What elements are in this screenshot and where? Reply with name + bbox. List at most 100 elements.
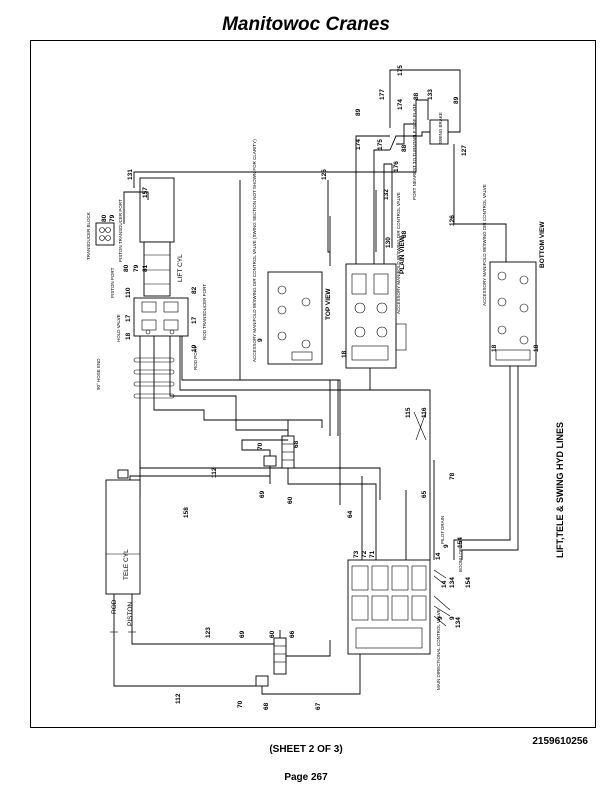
document-number: 2159610256 [532, 736, 588, 747]
callout-132: 132 [383, 189, 390, 200]
pilot-drain-label: PILOT DRAIN [440, 516, 445, 544]
callout-9b: 9 [443, 544, 450, 548]
callout-67: 67 [315, 702, 322, 710]
callout-134a: 134 [449, 577, 456, 588]
callout-80: 80 [101, 214, 108, 222]
diagram-main-title: LIFT,TELE & SWING HYD LINES [555, 422, 565, 558]
callout-68a: 68 [293, 440, 300, 448]
callout-18d: 18 [533, 344, 540, 352]
callout-71: 71 [369, 550, 376, 558]
callout-78: 78 [449, 472, 456, 480]
callout-66: 66 [289, 630, 296, 638]
callout-19: 19 [191, 344, 198, 352]
callout-134b: 134 [455, 617, 462, 628]
callout-68b: 68 [263, 702, 270, 710]
tele-rod-label: ROD [111, 599, 118, 614]
callout-175b: 175 [377, 139, 384, 150]
callout-154b: 154 [465, 577, 472, 588]
callout-79: 79 [109, 214, 116, 222]
callout-18b: 18 [341, 350, 348, 358]
callout-9d: 9 [449, 616, 456, 620]
callout-89a: 89 [355, 108, 362, 116]
callout-80b: 80 [123, 264, 130, 272]
accessory-manifold-bottom-view: BOTTOM VIEW ACCESSORY MANIFOLD W/SWING D… [482, 184, 546, 367]
sheet-indicator: (SHEET 2 OF 3) [269, 744, 343, 755]
swing-brake-label: SWING BRAKE [438, 112, 443, 144]
callout-17b: 17 [191, 316, 198, 324]
page-number: Page 267 [284, 772, 328, 783]
callout-70b: 70 [237, 700, 244, 708]
callout-176: 176 [393, 161, 400, 172]
tele-cylinder: TELE CYL ROD PISTON [105, 469, 141, 626]
port-nearest-label: PORT NEAREST TO TURNTABLE SIDE PLATE [412, 103, 417, 200]
callout-110: 110 [125, 287, 132, 298]
hose-end-coils [133, 357, 175, 399]
callout-70a: 70 [257, 442, 264, 450]
lift-cyl-label: LIFT CYL [177, 254, 184, 282]
transducer-block-label: TRANSDUCER BLOCK [86, 212, 91, 260]
hose-end-label: 90° HOSE END [96, 358, 101, 390]
callout-126: 126 [449, 215, 456, 226]
accessory-manifold-top-view: TOP VIEW ACCESSORY MANIFOLD W/SWING DIR … [252, 139, 332, 365]
callout-88b: 88 [401, 144, 408, 152]
lift-cylinder: LIFT CYL [139, 177, 184, 297]
page-title: Manitowoc Cranes [222, 14, 390, 35]
rod-port-label: ROD PORT [193, 346, 198, 370]
callout-9a: 9 [257, 338, 264, 342]
callout-158: 158 [183, 507, 190, 518]
swing-brake: SWING BRAKE [429, 112, 449, 145]
callout-17a: 17 [125, 314, 132, 322]
piston-transducer-port-label: PISTON TRANSDUCER PORT [118, 199, 123, 262]
callout-154a: 154 [457, 537, 464, 548]
boom-lower-label: BOOM LOWER [458, 540, 463, 572]
rod-transducer-port-label: ROD TRANSDUCER PORT [202, 284, 207, 340]
callout-174a: 174 [397, 99, 404, 110]
callout-125: 125 [321, 169, 328, 180]
plain-view-label: PLAIN VIEW [399, 235, 406, 274]
callout-115: 115 [405, 407, 412, 418]
piston-port-label: PISTON PORT [110, 267, 115, 298]
accessory-manifold-top-label: ACCESSORY MANIFOLD W/SWING DIR CONTROL V… [252, 139, 257, 362]
hydraulic-diagram: LIFT,TELE & SWING HYD LINES LIFT CYL TRA… [86, 65, 565, 710]
callout-174b: 174 [355, 139, 362, 150]
callout-112a: 112 [211, 467, 218, 478]
callout-18c: 18 [491, 344, 498, 352]
accessory-manifold-bottom-label: ACCESSORY MANIFOLD W/SWING DIR CONTROL V… [482, 184, 487, 306]
callout-65: 65 [421, 490, 428, 498]
flow-divider-bottom [255, 637, 287, 687]
accessory-manifold-plain-view: PLAIN VIEW ACCESSORY MANIFOLD W/SWING DI… [345, 192, 407, 369]
callout-69b: 69 [239, 630, 246, 638]
transducer-block: TRANSDUCER BLOCK [86, 212, 115, 260]
callout-116: 116 [421, 407, 428, 418]
tele-cyl-label: TELE CYL [123, 549, 130, 580]
callout-127: 127 [461, 145, 468, 156]
hold-valve-label: HOLD VALVE [116, 314, 121, 342]
callout-112b: 112 [175, 693, 182, 704]
main-control-valve: MAIN DIRECTIONAL CONTROL VALVE PILOT DRA… [347, 516, 463, 690]
callout-18a: 18 [125, 332, 132, 340]
diagram-frame [30, 40, 596, 728]
callout-14a: 14 [435, 552, 442, 560]
flow-divider-top [263, 435, 295, 469]
main-valve-label: MAIN DIRECTIONAL CONTROL VALVE [436, 609, 441, 690]
callout-123: 123 [205, 627, 212, 638]
callout-133: 133 [427, 89, 434, 100]
callout-131: 131 [127, 169, 134, 180]
callout-9c: 9 [437, 616, 444, 620]
callout-81: 81 [142, 264, 149, 272]
callout-69a: 69 [259, 490, 266, 498]
callout-60b: 60 [269, 630, 276, 638]
accessory-manifold-plain-label: ACCESSORY MANIFOLD W/SWING DIR CONTROL V… [396, 192, 401, 314]
callout-14b: 14 [441, 580, 448, 588]
callout-72: 72 [361, 550, 368, 558]
callout-88a: 88 [401, 230, 408, 238]
callout-79b: 79 [133, 264, 140, 272]
bottom-view-label: BOTTOM VIEW [539, 221, 546, 268]
callout-88c: 88 [413, 92, 420, 100]
callout-89b: 89 [453, 96, 460, 104]
hold-valve-manifold [133, 297, 189, 337]
callout-60a: 60 [287, 496, 294, 504]
callout-130: 130 [385, 237, 392, 248]
callout-64: 64 [347, 510, 354, 518]
callout-177: 177 [379, 89, 386, 100]
